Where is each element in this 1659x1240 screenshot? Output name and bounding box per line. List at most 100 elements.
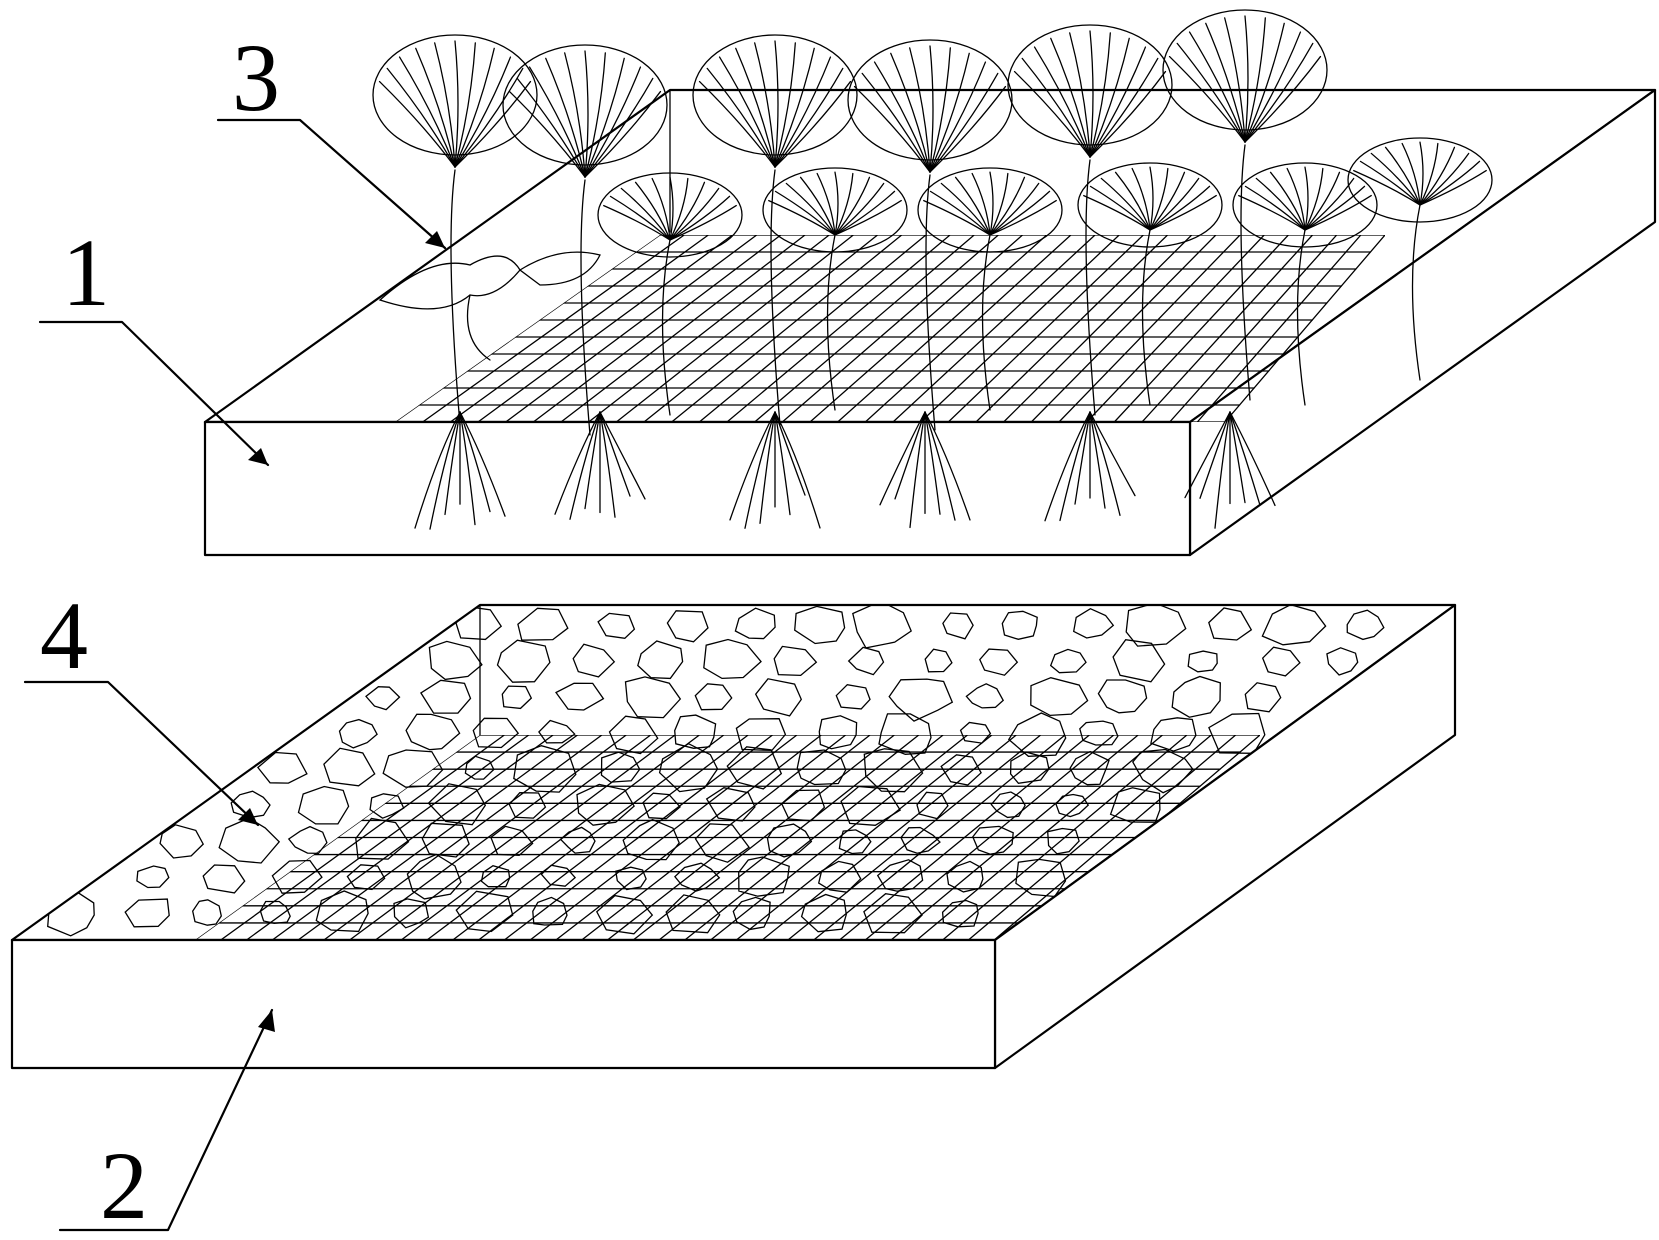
mesh-top-col bbox=[532, 235, 782, 422]
leaf-vein bbox=[669, 187, 720, 241]
gravel-stone bbox=[405, 713, 461, 751]
gravel-stone bbox=[464, 755, 495, 780]
leaf-vein bbox=[1244, 42, 1314, 143]
gravel-stone bbox=[840, 785, 902, 826]
root-strand bbox=[879, 411, 926, 506]
leaf-outline bbox=[762, 167, 908, 253]
leaf-vein bbox=[1050, 37, 1091, 158]
gravel-stone bbox=[540, 864, 577, 887]
leaf-vein bbox=[909, 47, 931, 173]
leaf-vein bbox=[1359, 160, 1421, 206]
gravel-stone bbox=[421, 822, 470, 858]
leaf-vein bbox=[545, 57, 586, 178]
gravel-stone bbox=[455, 890, 514, 933]
gravel-stone bbox=[480, 864, 511, 888]
leaf-vein bbox=[1419, 146, 1456, 206]
gravel-stone bbox=[315, 890, 369, 933]
root-strand bbox=[599, 411, 631, 497]
gravel-stone bbox=[595, 894, 654, 935]
root-strand bbox=[429, 411, 461, 530]
leaf-vein bbox=[1419, 152, 1470, 206]
callout-1: 1 bbox=[38, 219, 270, 467]
leaf-vein bbox=[1089, 185, 1151, 231]
plant-leaf bbox=[597, 172, 743, 258]
leaf-vein bbox=[398, 56, 456, 168]
callout-1-leader bbox=[38, 320, 270, 467]
callout-2-label: 2 bbox=[100, 1132, 148, 1239]
leaf-vein bbox=[1304, 167, 1324, 231]
leaf-vein bbox=[1304, 177, 1355, 231]
gravel-stone bbox=[1009, 751, 1050, 784]
gravel-stone bbox=[941, 899, 979, 928]
leaf-vein bbox=[1149, 185, 1211, 231]
leaf-vein bbox=[634, 181, 671, 241]
leaf-vein bbox=[834, 171, 839, 236]
gravel-stone bbox=[624, 676, 682, 719]
leaf-vein bbox=[754, 42, 776, 168]
leaf-vein bbox=[1089, 32, 1111, 158]
root-strand bbox=[1199, 411, 1231, 499]
mesh-top-col bbox=[726, 235, 951, 422]
leaf-vein bbox=[1149, 177, 1200, 231]
gravel-stone bbox=[773, 645, 818, 677]
root-strand bbox=[924, 411, 971, 521]
gravel-stone bbox=[946, 860, 984, 893]
leaf-vein bbox=[584, 90, 662, 178]
gravel-stone bbox=[838, 829, 872, 855]
leaf-vein bbox=[1304, 194, 1372, 231]
mesh-top-col bbox=[1196, 235, 1362, 422]
gravel-stone bbox=[508, 792, 547, 819]
mesh-bot-col bbox=[709, 735, 969, 940]
leaf-vein bbox=[620, 187, 671, 241]
planting-layer-mesh bbox=[395, 235, 1385, 422]
mesh-top-col bbox=[754, 235, 975, 422]
gravel-stone bbox=[218, 817, 281, 864]
leaf-vein bbox=[1089, 57, 1159, 158]
gravel-stone bbox=[1069, 750, 1110, 786]
gravel-stone bbox=[703, 638, 762, 680]
gravel-stone bbox=[501, 685, 533, 710]
leaf-vein bbox=[1304, 185, 1366, 231]
leaf-vein bbox=[785, 182, 836, 236]
plant-leaf bbox=[372, 34, 538, 168]
gravel-stone bbox=[942, 612, 974, 640]
gravel-stone bbox=[940, 754, 982, 786]
leaf-vein bbox=[454, 67, 524, 168]
gravel-stone bbox=[979, 648, 1019, 676]
gravel-stone bbox=[608, 715, 659, 755]
plant-leaf bbox=[692, 34, 858, 168]
leaf-vein bbox=[669, 176, 674, 241]
leaf-vein bbox=[454, 56, 512, 168]
mesh-bot-col bbox=[452, 735, 725, 940]
leaf-vein bbox=[774, 47, 815, 168]
mesh-bot-col bbox=[323, 735, 603, 940]
sprout-leaf bbox=[518, 251, 601, 286]
gravel-stone bbox=[754, 678, 803, 717]
planting-layer-slab bbox=[203, 9, 1657, 557]
gravel-stone bbox=[572, 643, 616, 678]
leaf-vein bbox=[1244, 17, 1266, 143]
leaf-vein bbox=[1069, 32, 1091, 158]
leaf-outline bbox=[597, 172, 743, 258]
leaf-vein bbox=[718, 56, 776, 168]
mesh-bot-col bbox=[658, 735, 920, 940]
leaf-vein bbox=[564, 52, 586, 178]
mesh-bot-col bbox=[426, 735, 701, 940]
leaf-vein bbox=[603, 204, 671, 241]
plant-leaf bbox=[1162, 9, 1328, 143]
gravel-stone bbox=[694, 683, 733, 711]
leaf-vein bbox=[873, 61, 931, 173]
gravel-stone bbox=[818, 715, 858, 750]
plant-leaf bbox=[847, 39, 1013, 173]
gravel-stone bbox=[1112, 639, 1166, 683]
gravel-stone bbox=[863, 893, 923, 934]
gravel-stone bbox=[1208, 607, 1253, 641]
leaf-vein bbox=[669, 195, 731, 241]
root-strand bbox=[444, 411, 461, 516]
leaf-outline bbox=[502, 44, 668, 166]
plant-leaf bbox=[1007, 24, 1173, 158]
gravel-stone bbox=[1030, 677, 1089, 717]
gravel-stone bbox=[615, 866, 647, 891]
plant-stem bbox=[1411, 204, 1421, 381]
